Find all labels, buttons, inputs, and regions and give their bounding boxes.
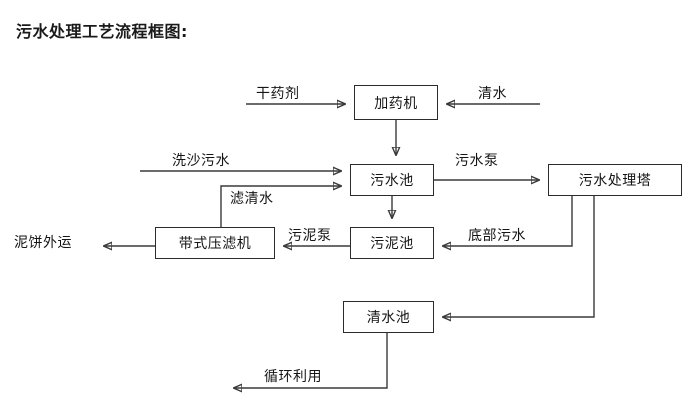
node-clean-water-pool[interactable]: 清水池 — [343, 301, 434, 333]
node-sewage-treatment-tower[interactable]: 污水处理塔 — [548, 164, 682, 196]
edge-label-sewage-pump: 污水泵 — [455, 153, 499, 169]
edge-label-dry-reagent: 干药剂 — [256, 86, 300, 102]
node-label: 加药机 — [374, 95, 418, 112]
edge-bottom-sewage-to-sludge-pool — [443, 196, 573, 246]
node-label: 清水池 — [366, 310, 411, 326]
edge-clean-water-pool-to-recycle — [234, 333, 388, 388]
edge-treatment-tower-to-clean-water-pool — [443, 196, 595, 317]
node-belt-filter-press[interactable]: 带式压滤机 — [155, 227, 275, 259]
node-label: 污水处理塔 — [578, 173, 652, 189]
node-sewage-pool[interactable]: 污水池 — [350, 164, 434, 196]
node-label: 污水池 — [370, 173, 414, 189]
edge-label-bottom-sewage: 底部污水 — [468, 228, 526, 244]
edge-label-recycle-reuse: 循环利用 — [264, 369, 322, 385]
edge-label-filtrate-clear-water: 滤清水 — [230, 191, 274, 207]
node-label: 污泥池 — [370, 236, 414, 252]
edge-label-sludge-pump: 污泥泵 — [288, 228, 332, 244]
node-label: 带式压滤机 — [178, 236, 252, 252]
page-title: 污水处理工艺流程框图: — [16, 22, 188, 41]
node-sludge-pool[interactable]: 污泥池 — [350, 227, 434, 259]
terminal-label-mud-cake-transport: 泥饼外运 — [14, 235, 72, 251]
edge-filtrate-to-sewage-pool — [220, 186, 341, 227]
node-dosing-machine[interactable]: 加药机 — [354, 85, 438, 120]
edge-label-sand-washing-sewage: 洗沙污水 — [172, 153, 230, 169]
edge-label-clean-water-in: 清水 — [478, 86, 507, 102]
